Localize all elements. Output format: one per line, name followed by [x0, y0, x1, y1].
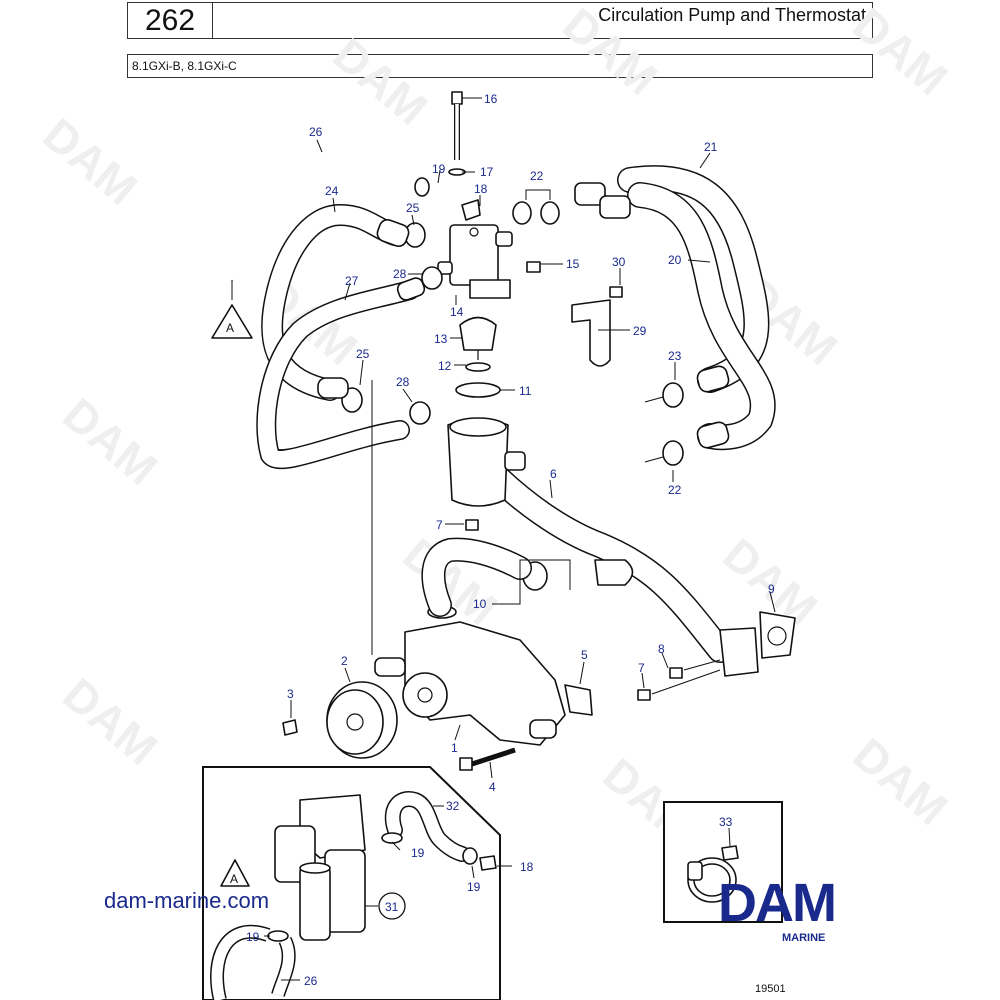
bolt-15	[526, 261, 541, 273]
leader-lines	[231, 97, 776, 779]
watermark-text: DAM	[324, 28, 438, 135]
callout-7: 7	[638, 661, 645, 675]
callout-21: 21	[704, 140, 718, 154]
hose-end	[396, 277, 426, 301]
callout-10: 10	[473, 597, 487, 611]
callout-4: 4	[489, 780, 496, 794]
brand-subtitle: MARINE	[782, 932, 826, 944]
inset-pump-assembly: 32 19 18 19 31 19 26 A	[202, 766, 534, 1000]
water-outlet-pipe-6	[447, 417, 759, 677]
watermark-text: DAM	[34, 108, 148, 215]
callout-18: 18	[474, 182, 488, 196]
callout-29: 29	[633, 324, 647, 338]
callout-19: 19	[467, 880, 481, 894]
hose-end	[574, 182, 606, 206]
o-ring-12	[465, 362, 491, 372]
callout-22: 22	[668, 483, 682, 497]
callout-11: 11	[519, 384, 532, 398]
hose-end	[696, 365, 730, 393]
bracket-29	[571, 299, 611, 367]
callout-27: 27	[345, 274, 359, 288]
callout-8: 8	[658, 642, 665, 656]
bolt-7	[637, 689, 651, 701]
inset-clamp-33: 33	[663, 801, 783, 923]
callout-19: 19	[411, 846, 425, 860]
callout-2: 2	[341, 654, 348, 668]
callout-numbers: 16 26 19 17 18 22 21 24 25 28 15 30 20 2…	[287, 92, 775, 794]
callout-19: 19	[432, 162, 446, 176]
hose-20	[627, 182, 776, 451]
watermark-text: DAM	[844, 0, 958, 105]
bolt-7-upper	[465, 519, 479, 531]
callout-30: 30	[612, 255, 626, 269]
callout-26: 26	[304, 974, 318, 988]
website-link[interactable]: dam-marine.com	[104, 888, 270, 913]
hose-end	[696, 421, 730, 449]
bolt-3	[282, 719, 298, 736]
callout-16: 16	[484, 92, 498, 106]
callout-12: 12	[438, 359, 452, 373]
bolt-16	[448, 91, 466, 176]
callout-14: 14	[450, 305, 464, 319]
callout-24: 24	[325, 184, 339, 198]
watermark-text: DAM	[54, 668, 168, 775]
bolt-30	[609, 286, 623, 298]
callout-5: 5	[581, 648, 588, 662]
gasket-5	[564, 684, 593, 716]
callout-1: 1	[451, 741, 458, 755]
bolt-4	[459, 747, 516, 771]
gasket-11	[455, 382, 501, 398]
gasket-hole	[767, 626, 787, 646]
callout-23: 23	[668, 349, 682, 363]
page-title: Circulation Pump and Thermostat	[598, 5, 866, 25]
fitting-18	[461, 199, 481, 221]
bolt-8	[669, 667, 683, 679]
hose-end	[376, 218, 410, 248]
watermark-text: DAM	[844, 728, 958, 835]
engine-models: 8.1GXi-B, 8.1GXi-C	[132, 59, 237, 73]
callout-28: 28	[396, 375, 410, 389]
reference-a-label: A	[230, 872, 238, 886]
callout-15: 15	[566, 257, 580, 271]
watermark-text: DAM	[554, 0, 668, 105]
callout-18: 18	[520, 860, 534, 874]
callout-31: 31	[385, 900, 399, 914]
figure-number: 19501	[755, 983, 786, 995]
gasket-9	[759, 611, 796, 659]
callout-28: 28	[393, 267, 407, 281]
callout-17: 17	[480, 165, 494, 179]
callout-26: 26	[309, 125, 323, 139]
page-number: 262	[128, 3, 213, 38]
header-box: 262 Circulation Pump and Thermostat	[127, 2, 873, 39]
thermostat-housing	[437, 224, 513, 299]
brand-logo: DAM	[718, 873, 837, 933]
callout-13: 13	[434, 332, 448, 346]
hose-end	[599, 195, 631, 219]
callout-7: 7	[436, 518, 443, 532]
water-pump-1	[374, 621, 566, 746]
hose-27	[256, 280, 420, 469]
pulley-2	[326, 681, 398, 759]
callout-25: 25	[356, 347, 370, 361]
hose-end	[317, 377, 349, 399]
callout-25: 25	[406, 201, 420, 215]
callout-22: 22	[530, 169, 544, 183]
callout-32: 32	[446, 799, 460, 813]
hose-clamps	[341, 177, 684, 619]
watermark-text: DAM	[54, 388, 168, 495]
callout-20: 20	[668, 253, 682, 267]
reference-triangle-a: A	[211, 304, 253, 339]
thermostat-13	[459, 316, 497, 360]
callout-9: 9	[768, 582, 775, 596]
callout-33: 33	[719, 815, 733, 829]
hose-10	[421, 537, 532, 617]
svg-text:A: A	[226, 321, 234, 335]
models-box: 8.1GXi-B, 8.1GXi-C	[127, 54, 873, 78]
callout-3: 3	[287, 687, 294, 701]
callout-6: 6	[550, 467, 557, 481]
callout-19: 19	[246, 930, 260, 944]
